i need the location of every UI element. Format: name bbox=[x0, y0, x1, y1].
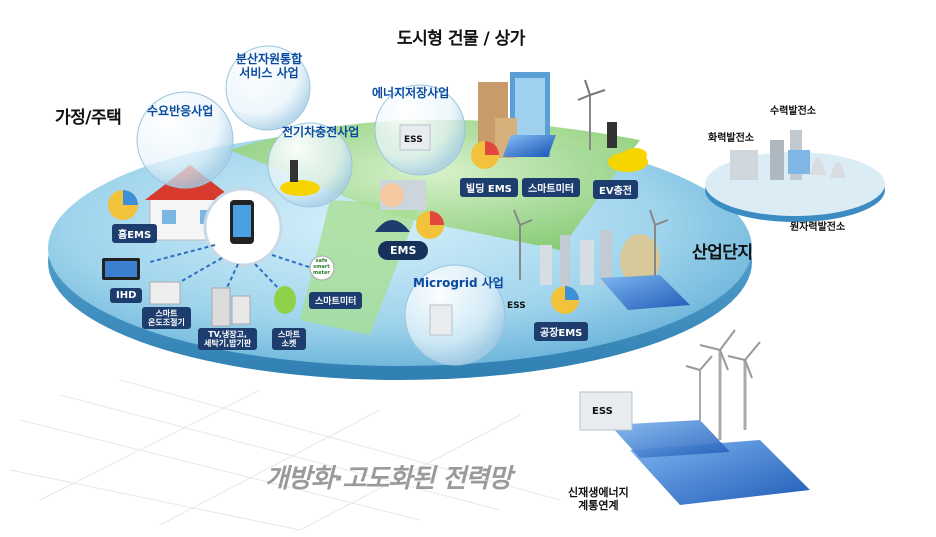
nuclear-plant-label: 원자력발전소 bbox=[790, 222, 846, 233]
power-plant-disc bbox=[705, 130, 885, 222]
distributed-resource-title: 분산자원통합 서비스 사업 bbox=[233, 52, 305, 80]
thermal-plant-label: 화력발전소 bbox=[708, 133, 754, 144]
home-section-title: 가정/주택 bbox=[55, 108, 122, 128]
home-ems-label: 홈EMS bbox=[112, 224, 158, 243]
hydro-plant-label: 수력발전소 bbox=[770, 106, 816, 117]
home-smart-meter-label: 스마트미터 bbox=[309, 292, 363, 309]
building-ems-label: 빌딩 EMS bbox=[460, 178, 518, 197]
smart-thermostat-label: 스마트 온도조절기 bbox=[142, 307, 191, 329]
smart-socket-label: 스마트 소켓 bbox=[272, 328, 307, 350]
industrial-section-title: 산업단지 bbox=[692, 243, 753, 263]
ems-pie-icons bbox=[108, 141, 579, 314]
ev-charge-label: EV충전 bbox=[593, 180, 638, 199]
industrial-buildings bbox=[513, 209, 690, 310]
building-smart-meter-label: 스마트미터 bbox=[522, 178, 580, 197]
ess-label-renewable: ESS bbox=[592, 406, 613, 417]
city-buildings bbox=[478, 72, 648, 172]
ihd-label: IHD bbox=[110, 288, 143, 303]
service-bubbles bbox=[136, 45, 506, 366]
ess-label-microgrid: ESS bbox=[507, 301, 526, 311]
bottom-caption: 개방화·고도화된 전력망 bbox=[265, 464, 512, 494]
appliances-label: TV,냉장고, 세탁기,밥기판 bbox=[198, 328, 258, 350]
renewable-grid-label: 신재생에너지 계통연계 bbox=[568, 486, 629, 512]
floor-grid bbox=[9, 379, 561, 531]
ems-center-label: EMS bbox=[378, 241, 429, 260]
factory-ems-label: 공장EMS bbox=[534, 322, 589, 341]
home-devices bbox=[102, 255, 335, 327]
distributed-title-text: 분산자원통합 서비스 사업 bbox=[235, 52, 303, 80]
microgrid-title: Microgrid 사업 bbox=[413, 276, 504, 290]
energy-storage-title: 에너지저장사업 bbox=[372, 86, 450, 100]
demand-response-title: 수요반응사업 bbox=[147, 104, 214, 118]
smart-meter-face-text: safe smart meter bbox=[313, 258, 330, 276]
ess-label-storage: ESS bbox=[404, 135, 423, 145]
connection-arrows bbox=[149, 244, 313, 293]
urban-section-title: 도시형 건물 / 상가 bbox=[397, 29, 525, 49]
renewable-farm bbox=[579, 329, 810, 505]
ems-operator bbox=[375, 180, 426, 232]
ev-charging-title: 전기차충전사업 bbox=[282, 125, 360, 139]
smartphone-hub bbox=[203, 187, 283, 267]
